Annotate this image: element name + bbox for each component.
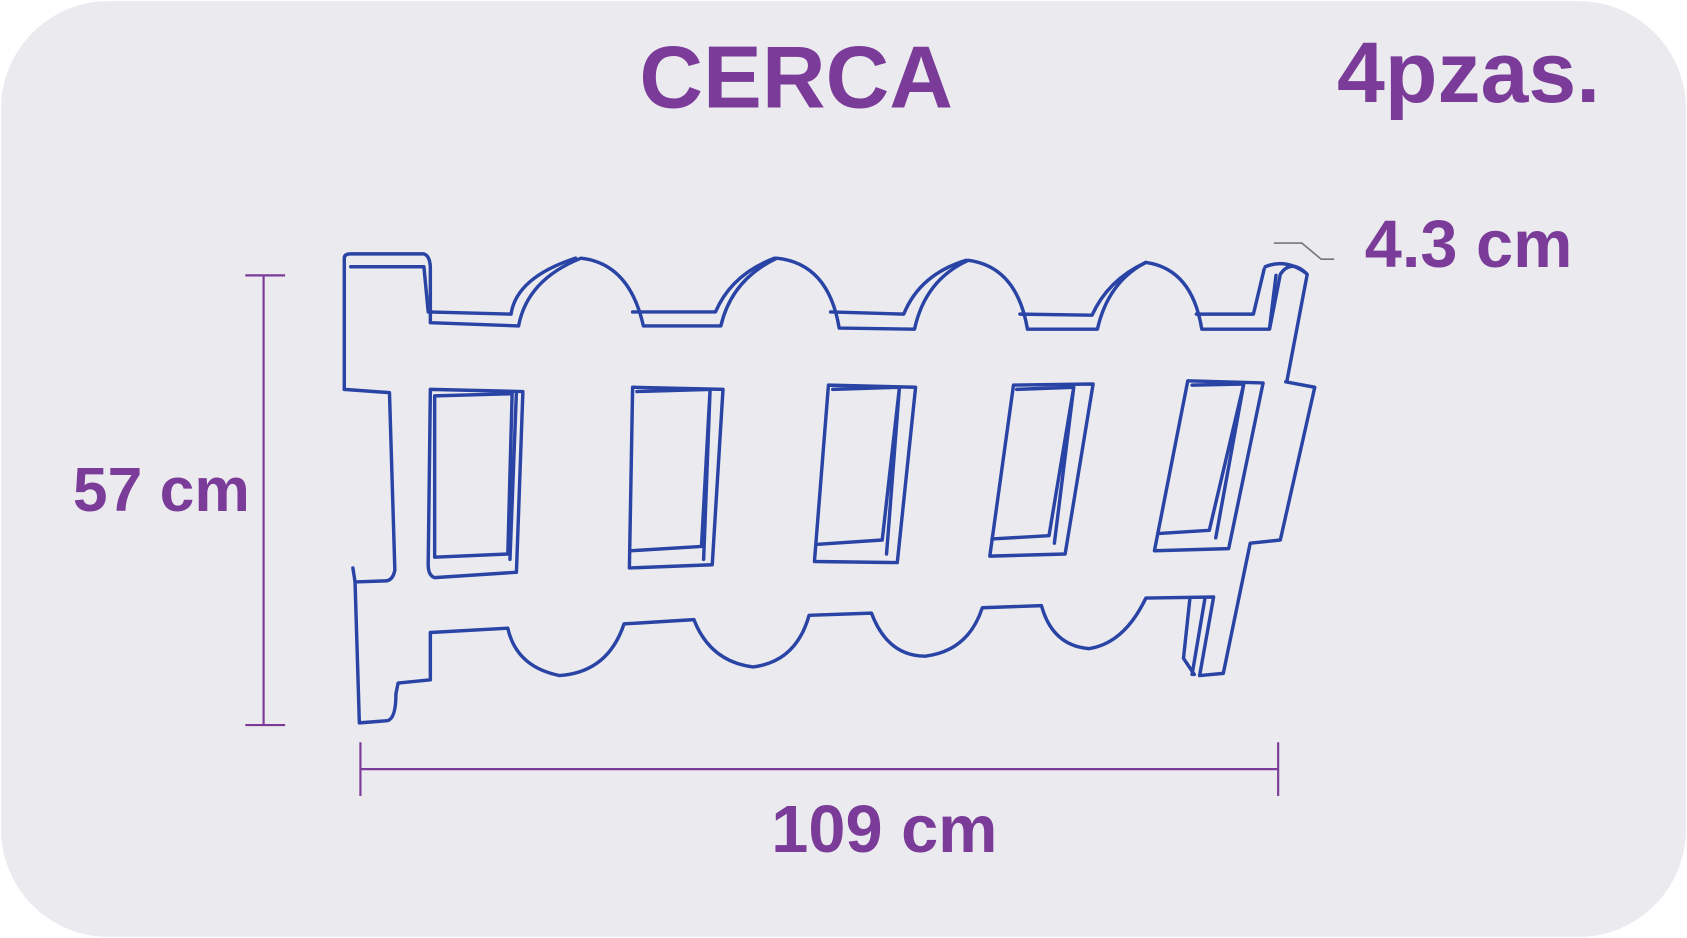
height-dimension-line <box>245 274 286 727</box>
width-label: 109 cm <box>771 793 997 867</box>
thickness-label: 4.3 cm <box>1365 208 1573 282</box>
height-label: 57 cm <box>73 456 250 525</box>
fence-outline <box>342 252 1317 725</box>
title: CERCA <box>639 28 953 127</box>
quantity-label: 4pzas. <box>1337 25 1600 121</box>
width-dimension-line <box>359 742 1280 797</box>
thickness-dimension-line <box>1273 242 1335 261</box>
